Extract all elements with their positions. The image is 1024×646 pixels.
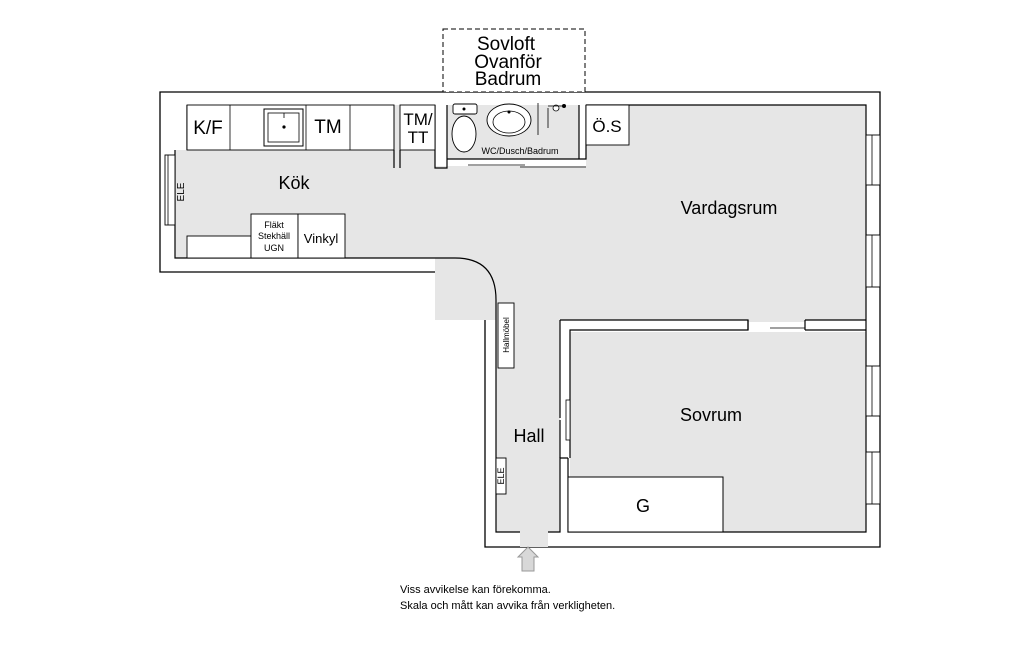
- wc-label: WC/Dusch/Badrum: [481, 146, 558, 156]
- kitchen-ele-label: ELE: [176, 182, 187, 201]
- wardrobe-label: G: [636, 496, 650, 516]
- kf-label: K/F: [193, 118, 223, 139]
- tm-tt-label-1: TM/: [403, 110, 433, 129]
- stove-label-2: Stekhäll: [258, 231, 290, 241]
- tm-label: TM: [314, 117, 341, 138]
- disclaimer: Viss avvikelse kan förekomma. Skala och …: [400, 582, 615, 614]
- kitchen-label: Kök: [278, 173, 310, 193]
- kitchen-counter-bottom: [186, 213, 346, 259]
- stove-label-1: Fläkt: [264, 220, 284, 230]
- disclaimer-line-2: Skala och mått kan avvika från verklighe…: [400, 600, 616, 612]
- sovloft-line-1: Sovloft: [477, 34, 536, 55]
- sink-icon: [263, 108, 304, 147]
- entrance-arrow-icon: [516, 546, 540, 572]
- washbasin-icon: [486, 103, 532, 137]
- sovloft-line-2: Ovanför: [474, 52, 542, 73]
- bedroom-label: Sovrum: [680, 405, 742, 425]
- os-label: Ö.S: [592, 117, 621, 136]
- living-room-label: Vardagsrum: [681, 198, 778, 218]
- disclaimer-line-1: Viss avvikelse kan förekomma.: [400, 584, 551, 596]
- hall-cabinet: [497, 302, 515, 369]
- wardrobe: [567, 476, 724, 533]
- stove-label-3: UGN: [264, 243, 284, 253]
- toilet-icon: [451, 103, 478, 153]
- hall-ele-label: ELE: [496, 467, 506, 484]
- vinkyl-label: Vinkyl: [304, 231, 339, 246]
- sovloft-line-3: Badrum: [475, 69, 542, 90]
- hallmobel-label: Hallmöbel: [502, 317, 511, 353]
- sovloft-box: [442, 28, 586, 93]
- hall-ele: [495, 457, 507, 495]
- shower-icon: [537, 103, 566, 135]
- tm-tt-label-2: TT: [408, 128, 429, 147]
- hall-label: Hall: [513, 426, 544, 446]
- windows-right: [865, 134, 881, 505]
- living-room-floor: [586, 105, 866, 320]
